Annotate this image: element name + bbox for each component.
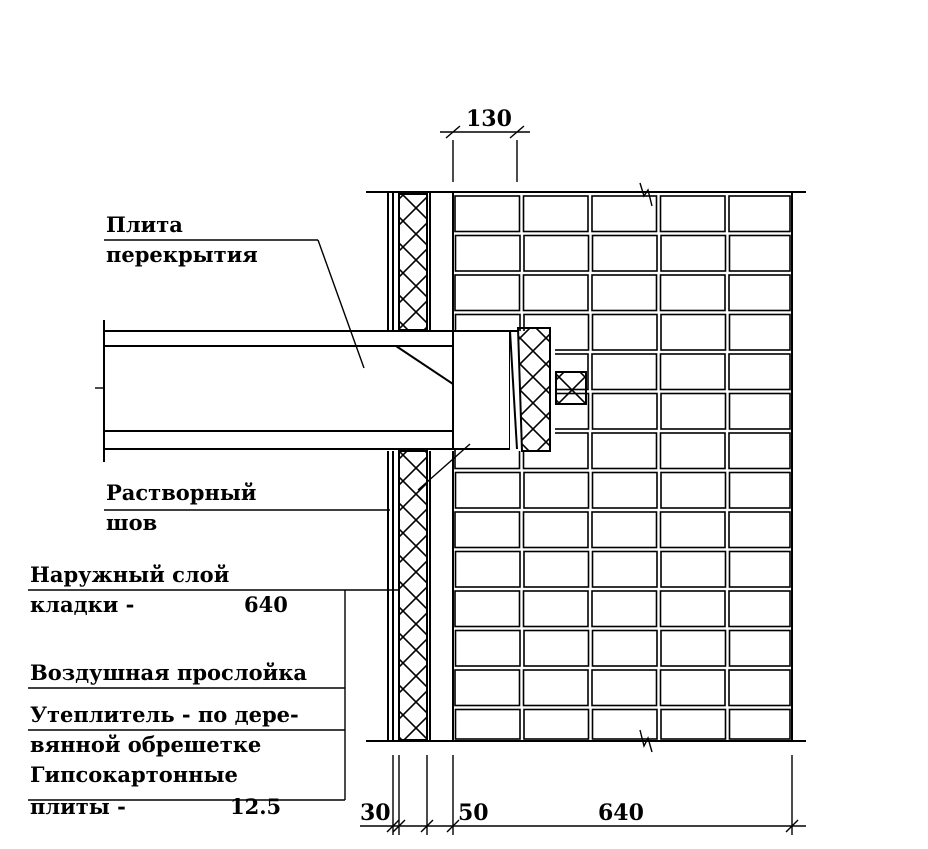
brick	[660, 471, 727, 509]
air-gap	[429, 192, 454, 742]
label-outer-line1: Наружный слой	[30, 562, 229, 587]
brick	[522, 195, 589, 233]
brick	[454, 550, 521, 588]
brick	[728, 708, 791, 740]
brick	[728, 392, 791, 430]
brick	[728, 353, 791, 391]
brick	[728, 195, 791, 233]
brick	[454, 195, 521, 233]
label-gypsum-line1: Гипсокартонные	[30, 762, 238, 787]
brick	[660, 708, 727, 740]
brick	[728, 313, 791, 351]
brick	[659, 274, 726, 312]
leader-lines	[28, 239, 471, 801]
brick	[728, 234, 791, 272]
brick	[591, 629, 658, 667]
brick	[660, 313, 727, 351]
insulation-layer	[398, 193, 428, 741]
brick	[523, 629, 590, 667]
brick	[591, 274, 658, 312]
brick	[523, 550, 590, 588]
brick	[522, 669, 589, 707]
dim-bottom-1-label: 30	[360, 800, 391, 826]
label-insul-line2: вянной обрешетке	[30, 732, 261, 757]
brick	[660, 550, 727, 588]
brick	[660, 629, 727, 667]
label-mortar-line2: шов	[106, 510, 157, 535]
brick	[591, 195, 658, 233]
break-mark-top	[639, 182, 653, 207]
dimension-bottom	[360, 755, 806, 835]
brick	[728, 274, 791, 312]
brick	[591, 353, 658, 391]
brick	[522, 274, 589, 312]
brick	[454, 274, 521, 312]
brick	[454, 471, 521, 509]
brick	[591, 234, 658, 272]
brick	[454, 590, 521, 628]
brick	[659, 195, 726, 233]
brick	[523, 708, 590, 740]
brick	[591, 432, 658, 470]
brick	[728, 432, 791, 470]
label-gypsum-value: 12.5	[230, 794, 281, 819]
label-slab-line2: перекрытия	[106, 242, 258, 267]
brick	[591, 708, 658, 740]
brick	[660, 234, 727, 272]
dim-bottom-2-label: 50	[458, 800, 489, 826]
brick	[659, 511, 726, 549]
label-outer-line2: кладки -	[30, 592, 134, 617]
dim-bottom-3-label: 640	[598, 800, 644, 826]
brick	[454, 234, 521, 272]
brick	[591, 590, 658, 628]
brick	[454, 669, 521, 707]
label-air-gap: Воздушная прослойка	[30, 660, 307, 685]
brick	[728, 590, 791, 628]
brick-masonry	[454, 194, 791, 740]
gypsum-board	[387, 192, 394, 742]
label-outer-value: 640	[244, 592, 288, 617]
brick	[659, 432, 726, 470]
brick	[454, 629, 521, 667]
brick	[728, 511, 791, 549]
label-insul-line1: Утеплитель - по дере-	[30, 702, 299, 727]
brick	[591, 511, 658, 549]
dim-top-label: 130	[466, 106, 512, 132]
label-mortar-line1: Растворный	[106, 480, 256, 505]
brick	[659, 590, 726, 628]
brick	[728, 669, 791, 707]
floor-slab	[95, 320, 516, 462]
brick	[522, 511, 589, 549]
brick	[659, 669, 726, 707]
dimension-top	[440, 125, 530, 182]
brick	[591, 313, 658, 351]
brick	[591, 550, 658, 588]
brick	[454, 708, 521, 740]
brick	[523, 234, 590, 272]
brick	[522, 590, 589, 628]
brick	[523, 471, 590, 509]
brick	[659, 353, 726, 391]
brick	[660, 392, 727, 430]
brick	[591, 392, 658, 430]
brick	[728, 471, 791, 509]
break-mark-bottom	[639, 729, 653, 753]
label-gypsum-line2: плиты -	[30, 794, 126, 819]
label-slab-line1: Плита	[106, 212, 183, 237]
brick	[591, 669, 658, 707]
brick	[454, 511, 521, 549]
brick	[728, 629, 791, 667]
brick	[728, 550, 791, 588]
slab-insulation-pocket	[509, 327, 587, 452]
brick	[591, 471, 658, 509]
